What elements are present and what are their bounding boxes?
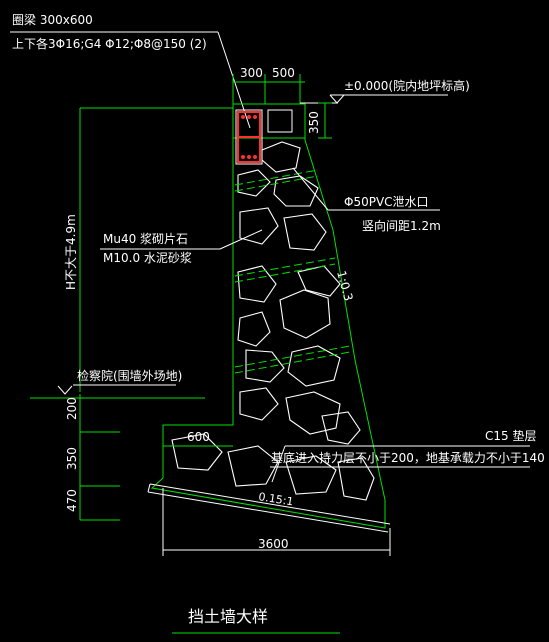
drain-channel [267, 109, 293, 133]
dim-350-top: 350 [307, 111, 321, 134]
toe-dimension: 600 [163, 430, 233, 447]
outside-ground: 检察院(围墙外场地) [30, 368, 205, 520]
masonry-callout: Mu40 浆砌片石 M10.0 水泥砂浆 [100, 229, 263, 265]
base-width-dimension: 3600 [162, 488, 391, 556]
dim-470: 470 [65, 489, 79, 512]
ground-outside-label: 检察院(围墙外场地) [77, 368, 182, 383]
title-text: 挡土墙大样 [188, 607, 268, 626]
masonry-label-1: Mu40 浆砌片石 [103, 231, 188, 246]
stone-pattern [171, 141, 375, 501]
masonry-label-2: M10.0 水泥砂浆 [103, 250, 192, 265]
pvc-label-2: 竖向间距1.2m [362, 218, 441, 233]
left-dimensions: 200 350 470 [65, 397, 120, 521]
ring-beam-rebar: 上下各3Φ16;G4 Φ12;Φ8@150 (2) [12, 36, 207, 51]
elevation-label: ±0.000(院内地坪标高) [344, 78, 470, 93]
toe-width: 600 [187, 430, 210, 444]
drain-pipes [234, 169, 351, 374]
base-layer: 0.15:1 [147, 483, 391, 533]
dim-350: 350 [65, 447, 79, 470]
c15-label: C15 垫层 [485, 428, 536, 443]
dim-300: 300 [240, 66, 263, 80]
foundation-note: 基底进入持力层不小于200，地基承载力不小于140 [271, 450, 545, 465]
callout-leader [217, 31, 251, 129]
ring-beam [235, 109, 293, 165]
elevation-marker: ±0.000(院内地坪标高) [300, 78, 470, 104]
height-dimension: H不大于4.9m [64, 107, 233, 392]
foundation-callout: C15 垫层 基底进入持力层不小于200，地基承载力不小于140 [270, 428, 545, 483]
dim-500: 500 [272, 66, 295, 80]
dim-200: 200 [65, 397, 79, 420]
dim-350-top-group: 350 [307, 102, 332, 139]
drawing-title: 挡土墙大样 [172, 607, 340, 634]
pvc-label-1: Φ50PVC泄水口 [344, 195, 429, 209]
ring-beam-callout: 圈梁 300x600 上下各3Φ16;G4 Φ12;Φ8@150 (2) [10, 12, 251, 129]
ring-beam-label: 圈梁 300x600 [12, 12, 93, 27]
height-label: H不大于4.9m [64, 214, 78, 290]
base-width: 3600 [258, 537, 289, 551]
top-dimensions: 300 500 [232, 66, 305, 104]
back-slope-label: 1:0.3 [334, 269, 355, 302]
pvc-callout: Φ50PVC泄水口 竖向间距1.2m [292, 167, 441, 233]
base-slope-label: 0.15:1 [258, 490, 295, 508]
